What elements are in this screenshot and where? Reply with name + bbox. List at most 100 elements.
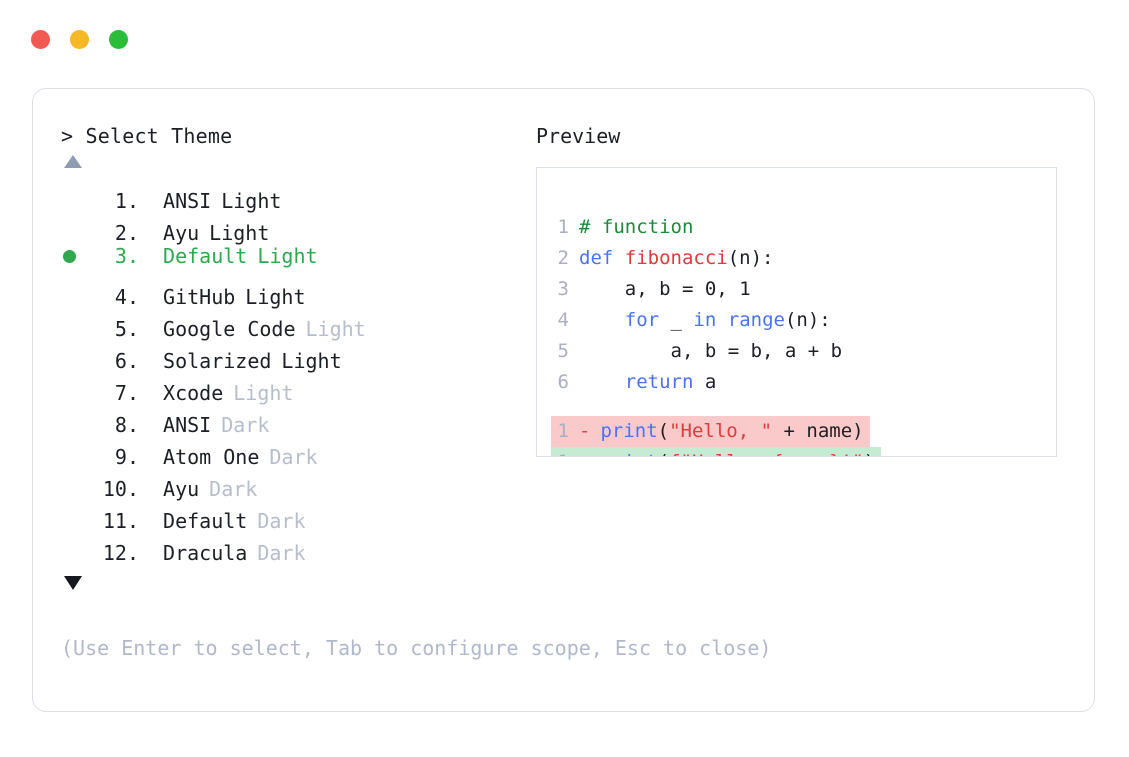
row-marker-empty xyxy=(61,272,93,304)
code-token: (n): xyxy=(784,309,831,331)
code-line-text: for _ in range(n): xyxy=(579,305,831,336)
code-line: 1# function xyxy=(551,212,1056,243)
row-marker-empty xyxy=(61,368,93,400)
code-token xyxy=(716,309,727,331)
theme-item-variant: Light xyxy=(233,381,294,405)
scroll-up-arrow-icon[interactable] xyxy=(64,155,82,168)
theme-item-name: Ayu xyxy=(163,477,200,501)
diff-line-number: 1 xyxy=(551,447,579,456)
line-number: 3 xyxy=(557,278,569,300)
diff-line-text: print(f"Hello, {name}!") xyxy=(600,447,881,456)
theme-item-index-gap xyxy=(139,505,163,537)
theme-item-index: 7. xyxy=(114,381,139,405)
row-marker-empty xyxy=(61,464,93,496)
theme-item-index-gap xyxy=(139,185,163,217)
theme-list-item[interactable]: 7. Xcode Light xyxy=(61,368,531,405)
theme-item-index: 10. xyxy=(102,477,139,501)
theme-item-name: Default xyxy=(163,244,248,268)
row-marker-empty xyxy=(61,528,93,560)
theme-item-index: 8. xyxy=(114,413,139,437)
row-marker-empty xyxy=(61,432,93,464)
theme-item-variant: Dark xyxy=(257,509,306,533)
theme-item-index-gap xyxy=(139,377,163,409)
diff-sign: + xyxy=(579,447,600,456)
diff-line-added: 1+print(f"Hello, {name}!") xyxy=(551,447,882,456)
theme-item-index-gap xyxy=(139,409,163,441)
code-line-text: return a xyxy=(579,367,717,398)
code-token: (n): xyxy=(727,247,774,269)
code-token: ( xyxy=(657,420,670,442)
code-line: 4 for _ in range(n): xyxy=(551,305,1056,336)
line-number: 6 xyxy=(557,371,569,393)
row-marker-empty xyxy=(61,496,93,528)
select-theme-prompt: > Select Theme xyxy=(61,124,233,148)
theme-item-index: 1. xyxy=(114,189,139,213)
window-controls xyxy=(31,30,128,49)
code-token: "Hello, " xyxy=(669,420,773,442)
theme-item-variant: Light xyxy=(221,189,282,213)
theme-item-index: 12. xyxy=(102,541,139,565)
theme-item-index-gap xyxy=(139,240,163,272)
code-token: print xyxy=(600,451,657,456)
theme-list-item[interactable]: 12. Dracula Dark xyxy=(61,528,531,565)
theme-item-index-gap xyxy=(139,441,163,473)
row-marker-empty xyxy=(61,304,93,336)
diff-sign: - xyxy=(579,420,591,442)
code-token: return xyxy=(624,371,694,393)
theme-item-name: GitHub xyxy=(163,285,236,309)
code-token: a, b = xyxy=(579,278,705,300)
code-token: a, b = b, a + b xyxy=(579,340,843,362)
code-token: print xyxy=(600,420,658,442)
theme-item-name: ANSI xyxy=(163,413,212,437)
theme-item-index: 3. xyxy=(114,244,139,268)
theme-item-variant: Dark xyxy=(257,541,306,565)
code-line-text: def fibonacci(n): xyxy=(579,243,773,274)
keyboard-hint: (Use Enter to select, Tab to configure s… xyxy=(61,636,772,660)
maximize-window-button[interactable] xyxy=(109,30,128,49)
theme-item-index: 2. xyxy=(114,221,139,245)
theme-item-name: Ayu xyxy=(163,221,200,245)
code-token: + name) xyxy=(772,420,864,442)
code-token: range xyxy=(727,309,785,331)
theme-item-name: Atom One xyxy=(163,445,260,469)
theme-item-index-gap xyxy=(139,473,163,505)
scroll-down-arrow-icon[interactable] xyxy=(64,576,82,590)
code-token: , xyxy=(716,278,740,300)
theme-item-name: Default xyxy=(163,509,248,533)
code-token: def xyxy=(579,247,625,269)
code-token: # function xyxy=(579,216,694,238)
code-token: for xyxy=(624,309,660,331)
code-token: in xyxy=(693,309,717,331)
theme-item-name: Xcode xyxy=(163,381,224,405)
close-window-button[interactable] xyxy=(31,30,50,49)
preview-label: Preview xyxy=(536,124,621,148)
theme-item-index: 9. xyxy=(114,445,139,469)
code-token: 0 xyxy=(704,278,717,300)
theme-item-variant: Light xyxy=(305,317,366,341)
theme-item-name: Dracula xyxy=(163,541,248,565)
code-line-text: a, b = 0, 1 xyxy=(579,274,751,305)
code-line: 6 return a xyxy=(551,367,1056,398)
minimize-window-button[interactable] xyxy=(70,30,89,49)
theme-item-variant: Light xyxy=(245,285,306,309)
code-line: 2 def fibonacci(n): xyxy=(551,243,1056,274)
code-token: fibonacci xyxy=(624,247,728,269)
line-number: 2 xyxy=(557,247,569,269)
code-token xyxy=(579,309,625,331)
